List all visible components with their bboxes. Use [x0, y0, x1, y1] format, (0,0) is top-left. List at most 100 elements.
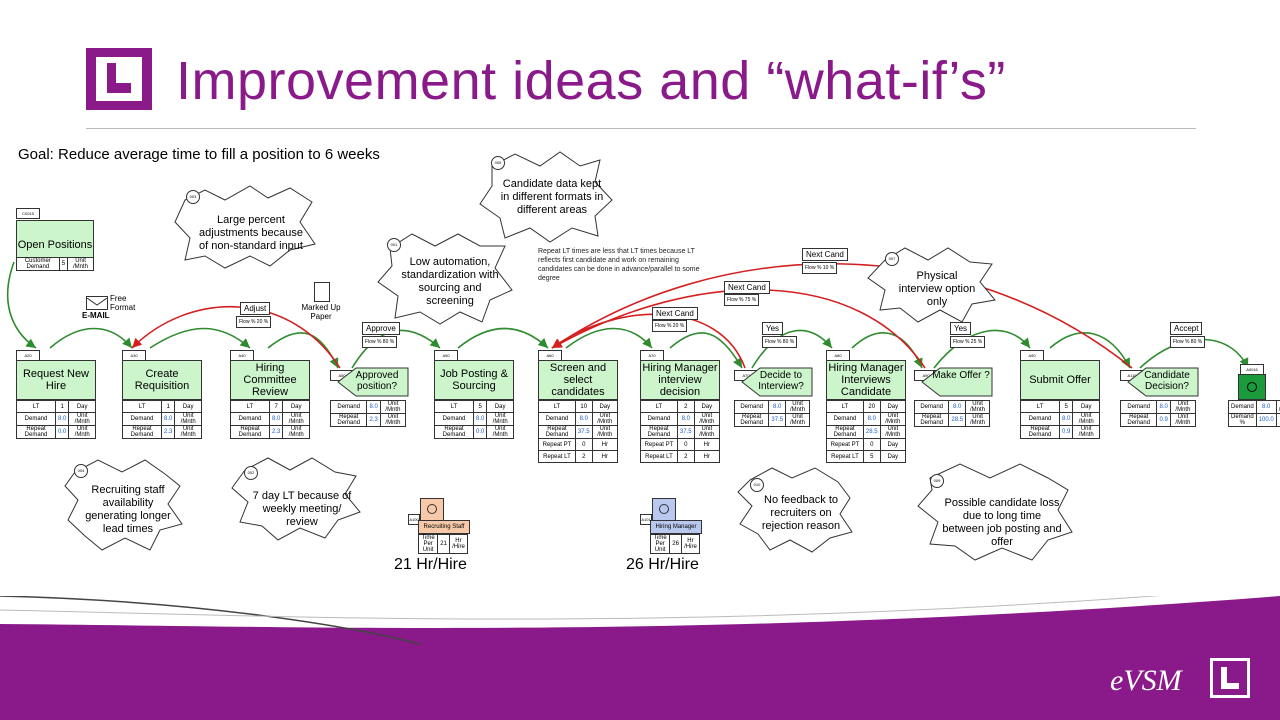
start-open-positions[interactable]: Open Positions	[16, 220, 94, 264]
burst-004-tag: 004	[74, 464, 88, 478]
process-name: Request New Hire	[22, 368, 90, 392]
title-divider	[86, 128, 1196, 129]
decision-name: Approved position?	[355, 370, 399, 392]
paper-label: Marked Up Paper	[301, 303, 341, 321]
burst-005-tag: 005	[491, 156, 505, 170]
footer-band	[0, 596, 1280, 720]
decision-yes-label: Accept	[1170, 322, 1203, 335]
burst-004-text: Recruiting staff availability generating…	[85, 484, 171, 535]
arrow-5	[457, 327, 549, 349]
burst-010-tag: 010	[750, 478, 764, 492]
decision-name: Make Offer ?	[932, 370, 990, 381]
burst-003-tag: 003	[186, 190, 200, 204]
arrow-start	[6, 261, 37, 349]
burst-009-text: Possible candidate loss due to long time…	[942, 497, 1062, 548]
burst-007-text: Physical interview option only	[898, 270, 976, 308]
process-box[interactable]: Submit Offer	[1020, 360, 1100, 400]
paper-icon	[314, 282, 330, 302]
resource-total: 26 Hr/Hire	[626, 556, 699, 573]
process-name: Submit Offer	[1029, 374, 1091, 386]
decision-name: Candidate Decision?	[1144, 370, 1190, 392]
footer-logo	[1210, 658, 1250, 698]
resource-tag: A101	[640, 514, 652, 525]
decision-yes-flow: Flow % 25 %	[950, 336, 986, 348]
arrow-2	[149, 327, 251, 349]
loop-next-cand-2-flow: Flow % 75 %	[724, 294, 760, 306]
email-icon	[86, 296, 108, 310]
process-box[interactable]: Hiring Manager Interviews Candidate	[826, 360, 906, 400]
loop-next-cand-2-label: Next Cand	[724, 281, 770, 294]
burst-002-tag: 002	[244, 466, 258, 480]
resource-total: 21 Hr/Hire	[394, 556, 467, 573]
arrow-1	[49, 327, 133, 349]
process-box[interactable]: Job Posting & Sourcing	[434, 360, 514, 400]
burst-001-text: Low automation, standardization with sou…	[401, 256, 499, 307]
decision-yes-flow: Flow % 80 %	[1170, 336, 1206, 348]
page-title: Improvement ideas and “what-if’s”	[176, 51, 1006, 111]
loop-next-cand-1-flow: Flow % 20 %	[652, 320, 688, 332]
loop-next-cand-3-label: Next Cand	[802, 248, 848, 261]
decision-diamond[interactable]	[730, 366, 814, 398]
footer-brand: eVSM	[1110, 664, 1182, 697]
burst-002-text: 7 day LT because of weekly meeting/ revi…	[252, 490, 352, 528]
process-name: Screen and select candidates	[549, 362, 607, 398]
process-name: Job Posting & Sourcing	[440, 368, 508, 392]
resource-tag: A100	[408, 514, 420, 525]
resource-name: Hiring Manager	[650, 520, 702, 534]
burst-009-tag: 009	[930, 474, 944, 488]
goal-text: Goal: Reduce average time to fill a posi…	[18, 146, 380, 163]
decision-diamond[interactable]	[1116, 366, 1200, 398]
resource-icon	[420, 498, 444, 522]
loop-adjust-label: Adjust	[240, 302, 271, 315]
resource-name: Recruiting Staff	[418, 520, 470, 534]
decision-yes-flow: Flow % 80 %	[362, 336, 398, 348]
decision-yes-label: Yes	[762, 322, 784, 335]
resource-icon	[652, 498, 676, 522]
decision-yes-flow: Flow % 80 %	[762, 336, 798, 348]
process-name: Hiring Manager Interviews Candidate	[828, 362, 904, 398]
burst-005-text: Candidate data kept in different formats…	[500, 178, 604, 216]
process-box[interactable]: Request New Hire	[16, 360, 96, 400]
process-box[interactable]: Hiring Manager interview decision	[640, 360, 720, 400]
process-name: Hiring Committee Review	[243, 362, 297, 398]
email-free-format: Free Format	[110, 294, 136, 312]
repeat-lt-note: Repeat LT times are less that LT times b…	[538, 248, 700, 282]
loop-next-cand-3-flow: Flow % 10 %	[802, 262, 838, 274]
process-name: Hiring Manager interview decision	[642, 362, 718, 398]
loop-next-cand-1-label: Next Cand	[652, 307, 698, 320]
process-box[interactable]: Create Requisition	[122, 360, 202, 400]
decision-diamond[interactable]	[326, 366, 410, 398]
process-name: Create Requisition	[134, 368, 190, 392]
arrow-6	[565, 327, 653, 349]
decision-diamond[interactable]	[910, 366, 994, 398]
process-box[interactable]: Screen and select candidates	[538, 360, 618, 400]
process-box[interactable]: Hiring Committee Review	[230, 360, 310, 400]
burst-007-tag: 007	[885, 252, 899, 266]
loop-adjust-flow: Flow % 20 %	[236, 316, 272, 328]
end-node[interactable]	[1238, 374, 1266, 400]
start-label: Open Positions	[17, 239, 93, 251]
evsm-logo	[86, 48, 152, 110]
email-label: E-MAIL	[82, 311, 110, 320]
burst-001-tag: 001	[387, 238, 401, 252]
start-tag: C0015	[16, 208, 40, 219]
decision-yes-label: Approve	[362, 322, 400, 335]
burst-010-text: No feedback to recruiters on rejection r…	[761, 494, 841, 532]
decision-name: Decide to Interview?	[758, 370, 804, 392]
